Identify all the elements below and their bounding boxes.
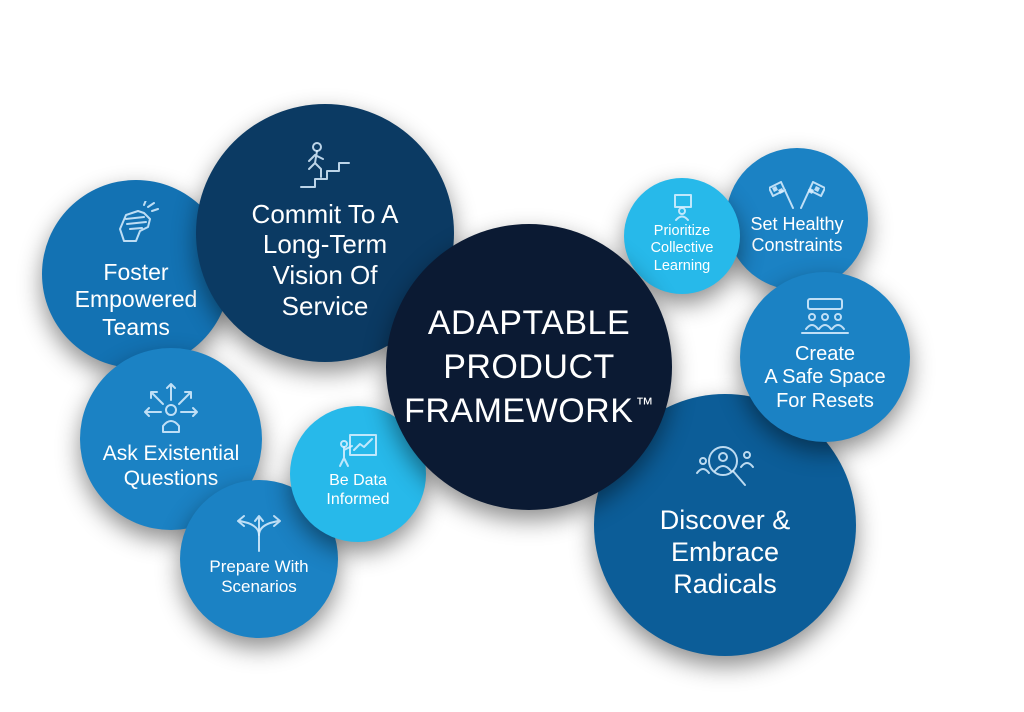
- center-title-line-2: PRODUCT: [443, 347, 615, 386]
- bubble-label: Set Healthy Constraints: [750, 213, 844, 255]
- person-arrows-icon: [141, 380, 201, 436]
- bubble-label: Prepare With Scenarios: [209, 556, 309, 596]
- bubble-label: Be Data Informed: [326, 472, 390, 508]
- stairs-climber-icon: [297, 141, 353, 191]
- bubble-label: Foster Empowered Teams: [74, 259, 198, 340]
- bubble-label: Ask Existential Questions: [102, 442, 240, 490]
- raised-fist-icon: [110, 201, 162, 253]
- bubble-prioritize-collective-learning: Prioritize Collective Learning: [624, 178, 740, 294]
- center-title-line-1: ADAPTABLE: [427, 303, 631, 342]
- bubble-set-healthy-constraints: Set Healthy Constraints: [726, 148, 868, 290]
- checkered-flags-icon: [769, 178, 825, 210]
- trademark-symbol: ™: [635, 393, 654, 414]
- teacher-board-icon: [665, 193, 699, 222]
- bubble-create-safe-space: Create A Safe Space For Resets: [740, 272, 910, 442]
- magnifier-person-icon: [695, 439, 755, 491]
- bubble-label: Prioritize Collective Learning: [650, 223, 714, 274]
- presentation-chart-icon: [336, 432, 380, 468]
- bubble-label: Discover & Embrace Radicals: [659, 505, 791, 599]
- bubble-prepare-with-scenarios: Prepare With Scenarios: [180, 480, 338, 638]
- bubble-label: Commit To A Long-Term Vision Of Service: [251, 198, 399, 321]
- bubble-label: Create A Safe Space For Resets: [764, 342, 886, 412]
- group-meeting-icon: [800, 297, 850, 337]
- split-arrows-icon: [234, 513, 284, 553]
- center-title-framework: FRAMEWORK: [404, 392, 634, 431]
